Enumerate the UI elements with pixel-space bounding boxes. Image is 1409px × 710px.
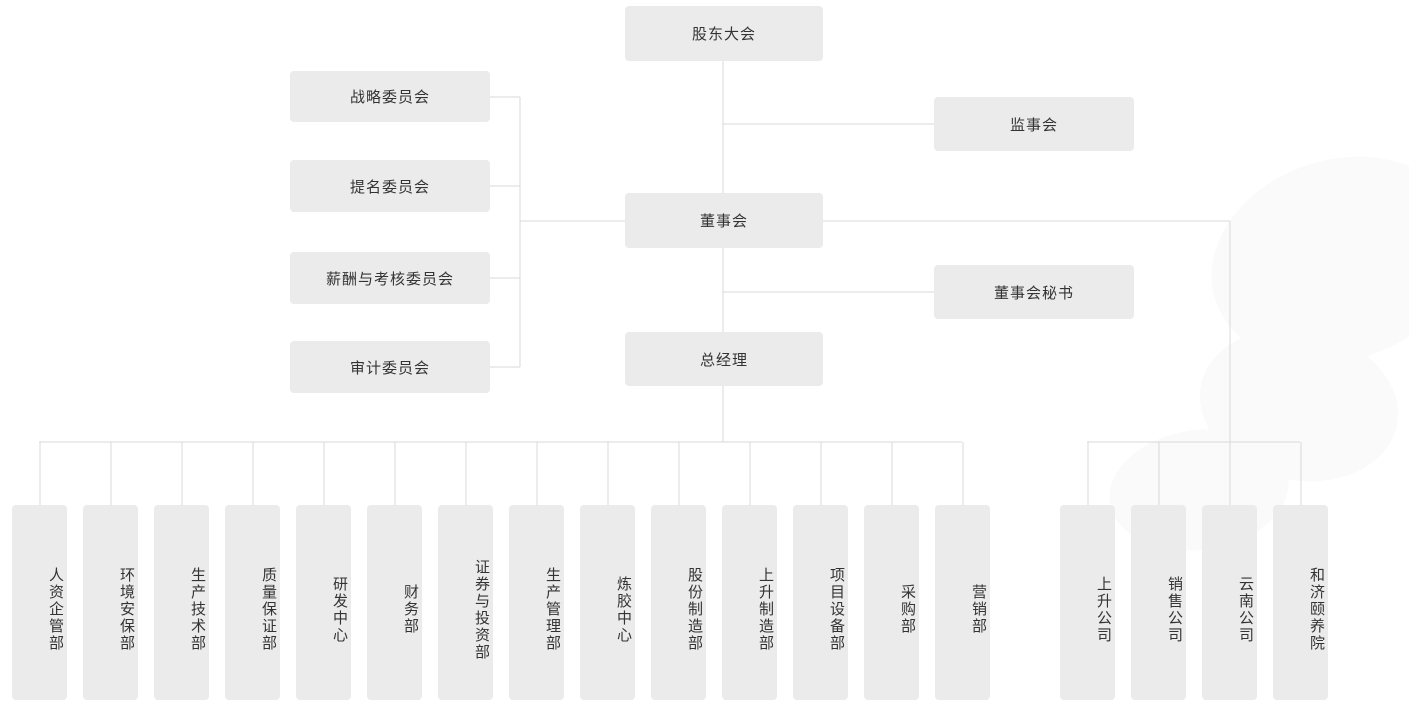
node-department-1-label: 环境安保部 <box>118 567 136 652</box>
node-board-secretary-label: 董事会秘书 <box>993 283 1074 302</box>
node-general-manager-label: 总经理 <box>699 350 748 369</box>
node-department-1[interactable]: 环境安保部 <box>83 505 138 700</box>
node-department-11-label: 项目设备部 <box>828 567 846 652</box>
node-department-13[interactable]: 营销部 <box>935 505 990 700</box>
node-department-9-label: 股份制造部 <box>686 567 704 652</box>
node-subsidiary-2[interactable]: 云南公司 <box>1202 505 1257 700</box>
node-subsidiary-1-label: 销售公司 <box>1166 575 1184 644</box>
node-department-3[interactable]: 质量保证部 <box>225 505 280 700</box>
node-department-9[interactable]: 股份制造部 <box>651 505 706 700</box>
node-committee-0[interactable]: 战略委员会 <box>290 71 490 122</box>
node-department-12-label: 采购部 <box>899 584 917 635</box>
node-department-4[interactable]: 研发中心 <box>296 505 351 700</box>
node-department-12[interactable]: 采购部 <box>864 505 919 700</box>
node-shareholders-meeting[interactable]: 股东大会 <box>625 6 823 61</box>
node-subsidiary-3[interactable]: 和济颐养院 <box>1273 505 1328 700</box>
node-board-secretary[interactable]: 董事会秘书 <box>934 265 1134 319</box>
node-department-6-label: 证券与投资部 <box>473 558 491 661</box>
node-department-7-label: 生产管理部 <box>544 567 562 652</box>
node-committee-0-label: 战略委员会 <box>349 88 430 106</box>
node-supervisory-board[interactable]: 监事会 <box>934 97 1134 151</box>
node-committee-2[interactable]: 薪酬与考核委员会 <box>290 252 490 304</box>
decorative-blob-1 <box>1184 124 1409 396</box>
node-department-5[interactable]: 财务部 <box>367 505 422 700</box>
node-department-8[interactable]: 炼胶中心 <box>580 505 635 700</box>
node-committee-1[interactable]: 提名委员会 <box>290 160 490 212</box>
node-subsidiary-1[interactable]: 销售公司 <box>1131 505 1186 700</box>
node-department-10-label: 上升制造部 <box>757 567 775 652</box>
decorative-blob-2 <box>1185 310 1409 500</box>
node-committee-2-label: 薪酬与考核委员会 <box>325 269 454 288</box>
node-committee-3-label: 审计委员会 <box>349 358 430 377</box>
node-board-of-directors-label: 董事会 <box>699 212 748 230</box>
node-department-10[interactable]: 上升制造部 <box>722 505 777 700</box>
node-shareholders-meeting-label: 股东大会 <box>691 25 756 43</box>
node-department-11[interactable]: 项目设备部 <box>793 505 848 700</box>
node-board-of-directors[interactable]: 董事会 <box>625 193 823 248</box>
node-subsidiary-3-label: 和济颐养院 <box>1308 567 1326 652</box>
node-department-7[interactable]: 生产管理部 <box>509 505 564 700</box>
node-general-manager[interactable]: 总经理 <box>625 332 823 386</box>
node-department-0[interactable]: 人资企管部 <box>12 505 67 700</box>
node-department-3-label: 质量保证部 <box>260 567 278 652</box>
node-department-5-label: 财务部 <box>402 584 420 635</box>
node-subsidiary-0[interactable]: 上升公司 <box>1060 505 1115 700</box>
node-department-0-label: 人资企管部 <box>47 567 65 652</box>
node-committee-3[interactable]: 审计委员会 <box>290 341 490 393</box>
node-subsidiary-0-label: 上升公司 <box>1095 575 1113 644</box>
node-department-4-label: 研发中心 <box>331 575 349 644</box>
node-department-8-label: 炼胶中心 <box>615 575 633 644</box>
node-department-6[interactable]: 证券与投资部 <box>438 505 493 700</box>
node-department-2[interactable]: 生产技术部 <box>154 505 209 700</box>
node-supervisory-board-label: 监事会 <box>1009 115 1058 134</box>
node-committee-1-label: 提名委员会 <box>349 177 430 196</box>
node-department-13-label: 营销部 <box>970 584 988 635</box>
node-department-2-label: 生产技术部 <box>189 567 207 652</box>
node-subsidiary-2-label: 云南公司 <box>1237 575 1255 644</box>
